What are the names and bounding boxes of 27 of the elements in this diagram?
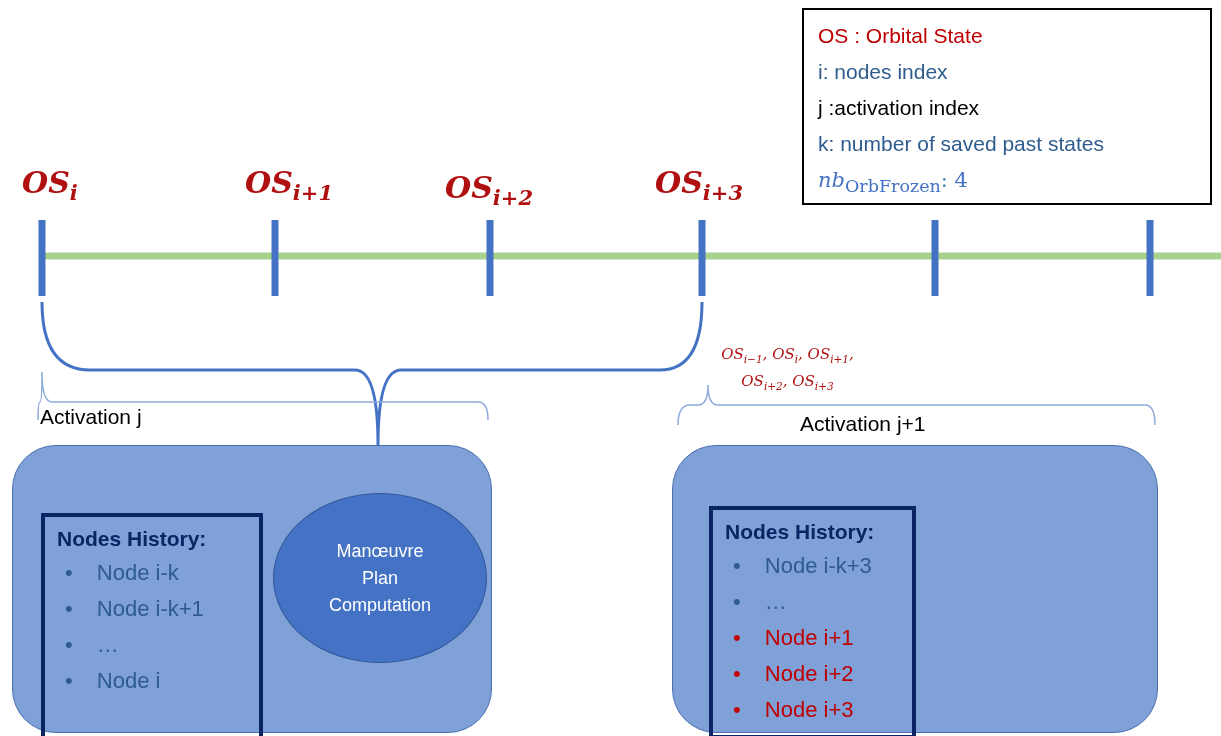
list-item: • …	[733, 588, 788, 616]
legend-entry: k: number of saved past states	[818, 131, 1105, 157]
list-heading: Nodes History:	[725, 520, 876, 544]
list-panel	[41, 513, 263, 736]
group-heading: Activation j+1	[800, 412, 926, 436]
legend-entry: OS : Orbital State	[818, 23, 984, 49]
state-list-label: OS$_{i−1}$, OS$_{i}$, OS$_{i+1}$, OS$_{i+2}$, OS$_{i+3}$	[720, 344, 855, 394]
list-heading: Nodes History:	[57, 527, 208, 551]
list-item: • Node i-k+3	[733, 552, 873, 580]
group-heading: Activation j	[40, 405, 142, 429]
list-item: • Node i+1	[733, 624, 855, 652]
legend-box	[802, 8, 1212, 205]
list-item: • Node i	[65, 667, 162, 695]
list-item: • Node i+2	[733, 660, 855, 688]
list-item: • Node i-k	[65, 559, 180, 587]
state-label: OS$_{i+3}$	[655, 165, 743, 205]
state-label: OS$_{i+2}$	[445, 170, 533, 210]
legend-entry: j :activation index	[818, 95, 981, 121]
list-item: • Node i-k+1	[65, 595, 205, 623]
list-item: • Node i+3	[733, 696, 855, 724]
list-panel	[709, 506, 916, 736]
state-label: OS$_{i}$	[22, 165, 78, 205]
legend-entry: i: nodes index	[818, 59, 949, 85]
state-label: OS$_{i+1}$	[245, 165, 333, 205]
legend-entry: nb$_{OrbFrozen}$: 4	[818, 167, 969, 199]
list-item: • …	[65, 631, 120, 659]
process-ellipse: Manœuvre Plan Computation	[273, 493, 487, 663]
